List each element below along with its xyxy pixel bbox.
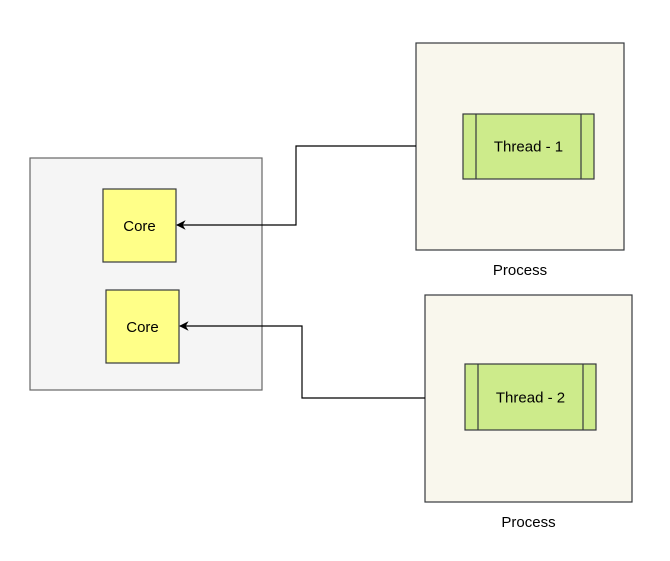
process-2-label: Process xyxy=(501,514,555,531)
thread-1: Thread - 1 xyxy=(462,113,595,180)
core-2: Core xyxy=(105,289,180,364)
process-1: Thread - 1 Process xyxy=(415,42,625,279)
thread-1-box xyxy=(462,113,595,180)
core-2-box xyxy=(105,289,180,364)
process-1-label: Process xyxy=(493,262,547,279)
core-1-box xyxy=(102,188,177,263)
core-1-label: Core xyxy=(123,218,156,235)
thread-2-label: Thread - 2 xyxy=(496,390,565,407)
process-2: Thread - 2 Process xyxy=(424,294,633,531)
connector-process-1-to-core-1 xyxy=(176,145,416,230)
thread-2: Thread - 2 xyxy=(464,363,597,431)
thread-2-box xyxy=(464,363,597,431)
thread-1-label: Thread - 1 xyxy=(494,139,563,156)
core-2-label: Core xyxy=(126,319,159,336)
connector-process-2-to-core-2 xyxy=(179,321,425,399)
core-1: Core xyxy=(102,188,177,263)
